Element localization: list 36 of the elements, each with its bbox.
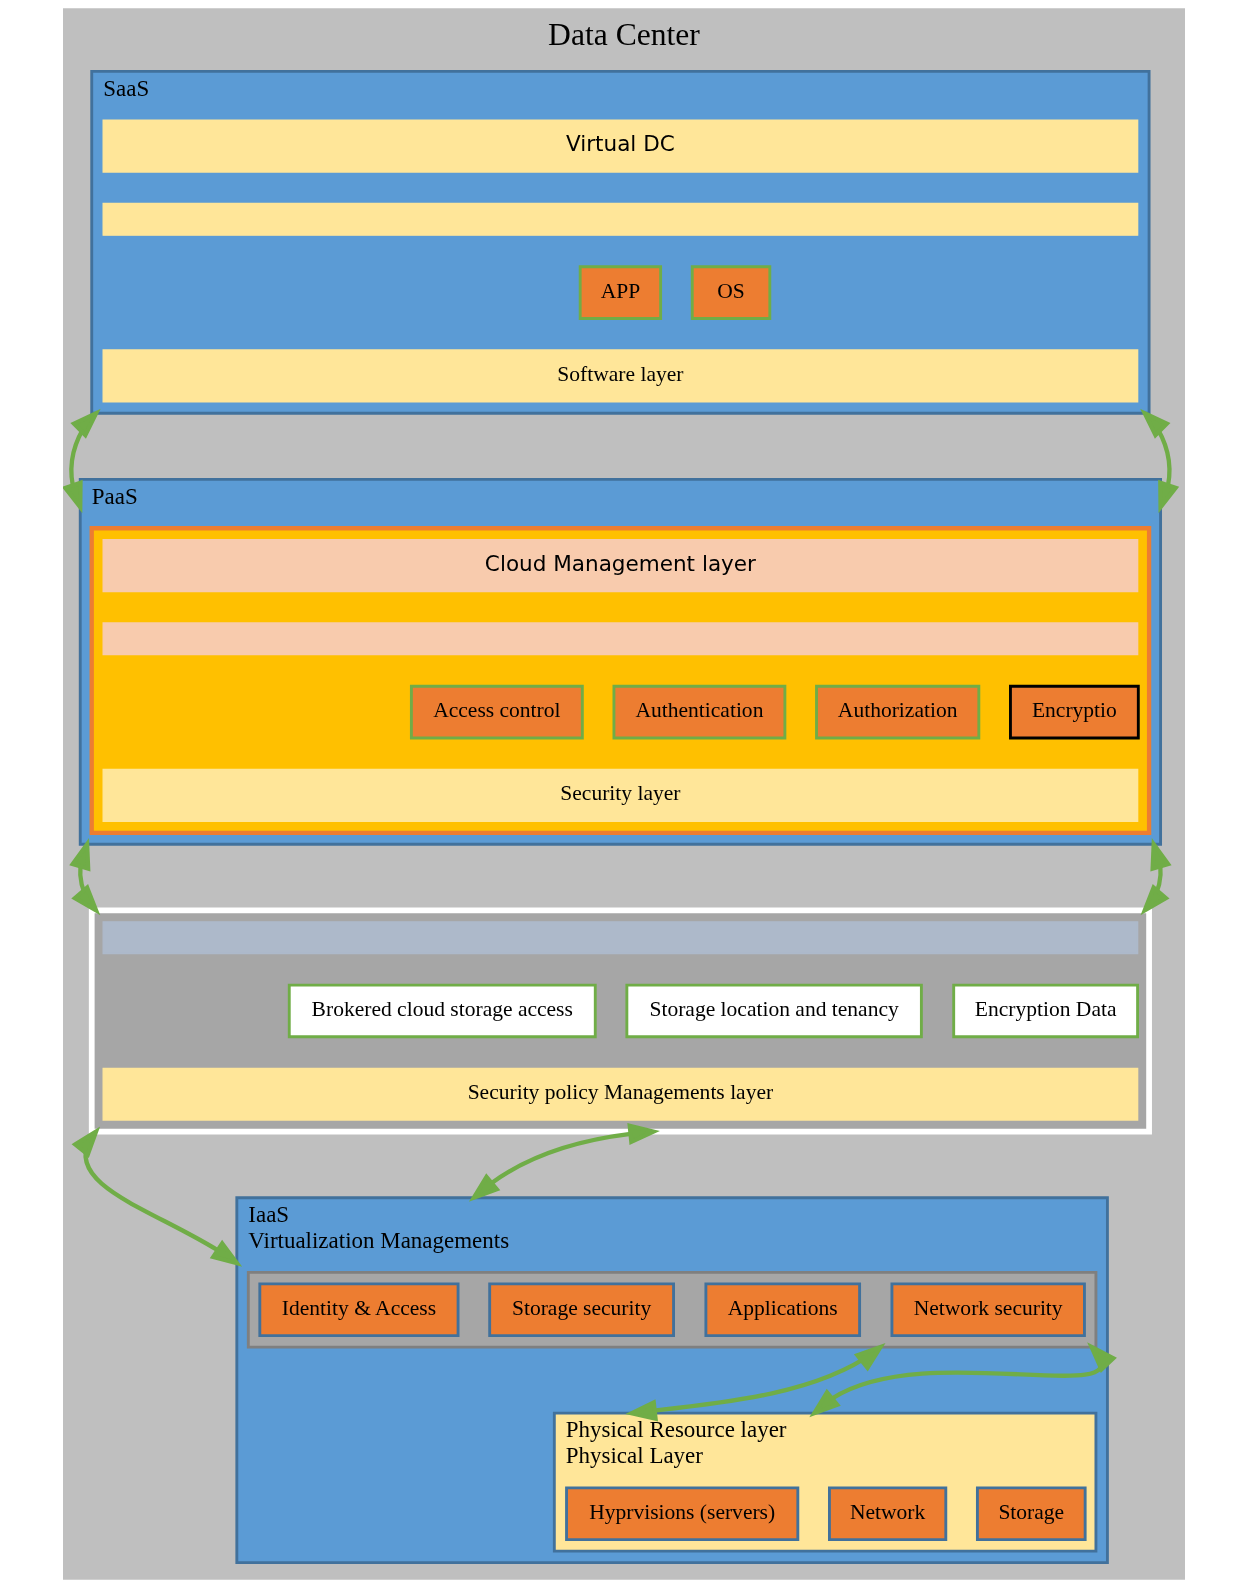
node-box: Storage security xyxy=(488,1282,675,1338)
arrow xyxy=(625,1343,886,1422)
node-box: Brokered cloud storage access xyxy=(287,983,597,1039)
node-box: Encryptio xyxy=(1009,684,1140,740)
arrow xyxy=(468,1123,660,1202)
node-box: Virtual DC xyxy=(102,119,1139,173)
node-box: Storage location and tenancy xyxy=(625,983,923,1039)
node-box: Security policy Managements layer xyxy=(102,1067,1139,1121)
node-box: Storage xyxy=(975,1486,1087,1542)
node-box: Encryption Data xyxy=(952,983,1140,1039)
arrow xyxy=(1140,838,1172,916)
diagram-title: Data Center xyxy=(548,16,700,52)
cluster xyxy=(246,1270,1098,1349)
node-bar xyxy=(102,921,1139,955)
arrow xyxy=(63,408,101,514)
node-box: Network xyxy=(828,1486,948,1542)
node-box: Authentication xyxy=(612,684,787,740)
node-bar xyxy=(102,202,1139,236)
cluster xyxy=(88,907,1152,1135)
node-box: Network security xyxy=(890,1282,1086,1338)
cluster xyxy=(89,526,1152,835)
node-box: Software layer xyxy=(102,349,1139,403)
node-bar xyxy=(102,622,1139,656)
node-box: OS xyxy=(690,265,772,320)
node-box: APP xyxy=(578,265,663,320)
node-box: Access control xyxy=(409,684,584,740)
node-box: Applications xyxy=(704,1282,862,1338)
arrow xyxy=(1140,408,1180,514)
node-box: Cloud Management layer xyxy=(102,539,1139,593)
arrow xyxy=(69,838,101,916)
node-box: Identity & Access xyxy=(258,1282,460,1338)
node-box: Hyprvisions (servers) xyxy=(565,1486,800,1542)
node-box: Security layer xyxy=(102,768,1139,822)
arrow xyxy=(809,1342,1117,1418)
arrow xyxy=(71,1126,243,1267)
node-box: Authorization xyxy=(815,684,981,740)
